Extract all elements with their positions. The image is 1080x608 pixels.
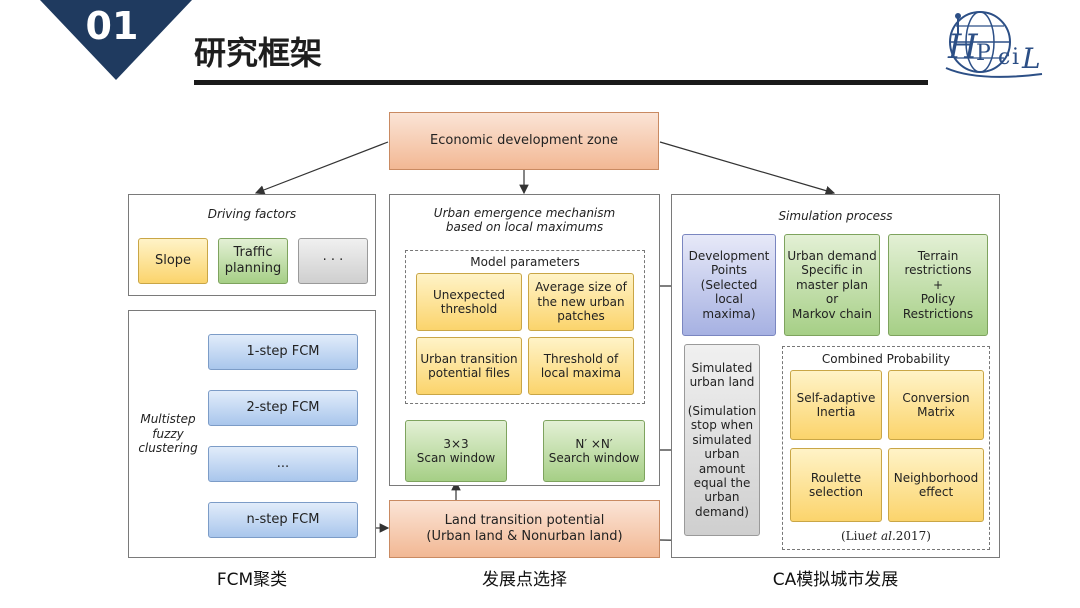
svg-text:c: c xyxy=(998,45,1010,70)
fcm-step-n: n-step FCM xyxy=(208,502,358,538)
search-window-box: N′ ×N′ Search window xyxy=(543,420,645,482)
section-badge xyxy=(40,0,192,80)
model-parameters-title: Model parameters xyxy=(470,254,580,269)
citation-author: (Liu xyxy=(841,528,866,543)
conversion-matrix-box: Conversion Matrix xyxy=(888,370,984,440)
svg-text:H: H xyxy=(947,27,979,67)
citation: (Liu et al. 2017) xyxy=(782,527,990,545)
simulated-urban-land-box: Simulated urban land (Simulation stop wh… xyxy=(684,344,760,536)
caption-development-points: 发展点选择 xyxy=(482,569,567,590)
factor-traffic-planning: Traffic planning xyxy=(218,238,288,284)
caption-ca-simulation: CA模拟城市发展 xyxy=(772,569,899,590)
citation-year: 2017) xyxy=(895,528,931,543)
fcm-step-2: 2-step FCM xyxy=(208,390,358,426)
roulette-selection-box: Roulette selection xyxy=(790,448,882,522)
caption-fcm: FCM聚类 xyxy=(216,569,288,590)
simulation-process-title: Simulation process xyxy=(778,208,893,223)
driving-factors-title: Driving factors xyxy=(207,206,297,221)
scan-window-box: 3×3 Scan window xyxy=(405,420,507,482)
svg-text:P: P xyxy=(976,41,991,66)
self-adaptive-inertia-box: Self-adaptive Inertia xyxy=(790,370,882,440)
urban-emergence-title: Urban emergence mechanism based on local… xyxy=(433,205,616,234)
factor-slope: Slope xyxy=(138,238,208,284)
section-number: 01 xyxy=(85,4,139,48)
multistep-fuzzy-clustering-label: Multistep fuzzy clustering xyxy=(138,412,198,456)
title-underline xyxy=(194,80,928,85)
factor-more: · · · xyxy=(298,238,368,284)
param-local-maxima-threshold: Threshold of local maxima xyxy=(528,337,634,395)
economic-development-zone-box: Economic development zone xyxy=(389,112,659,170)
param-unexpected-threshold: Unexpected threshold xyxy=(416,273,522,331)
neighborhood-effect-box: Neighborhood effect xyxy=(888,448,984,522)
param-average-patch-size: Average size of the new urban patches xyxy=(528,273,634,331)
svg-text:i: i xyxy=(1012,45,1019,70)
hpcil-logo: H P c i L xyxy=(938,6,1054,82)
page-title: 研究框架 xyxy=(194,34,323,72)
param-transition-potential-files: Urban transition potential files xyxy=(416,337,522,395)
development-points-box: Development Points (Selected local maxim… xyxy=(682,234,776,336)
fcm-step-1: 1-step FCM xyxy=(208,334,358,370)
citation-et-al: et al. xyxy=(865,528,896,543)
restrictions-box: Terrain restrictions + Policy Restrictio… xyxy=(888,234,988,336)
fcm-step-ellipsis: ... xyxy=(208,446,358,482)
svg-text:L: L xyxy=(1021,42,1041,75)
urban-demand-box: Urban demand Specific in master plan or … xyxy=(784,234,880,336)
combined-probability-title: Combined Probability xyxy=(821,351,951,366)
land-transition-potential-box: Land transition potential (Urban land & … xyxy=(389,500,660,558)
